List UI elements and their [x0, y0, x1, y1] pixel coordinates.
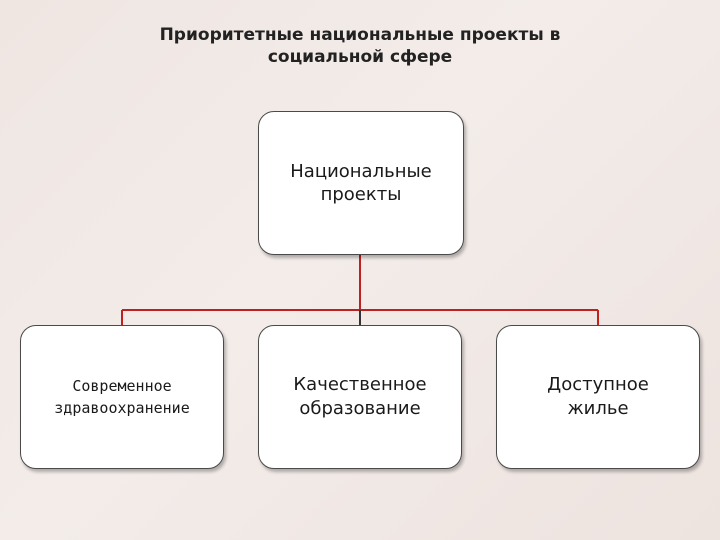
root-node-label-line-2: проекты [320, 184, 402, 205]
child-node-education: Качественное образование [258, 325, 462, 469]
child-node-education-line-2: образование [299, 398, 421, 419]
child-node-housing-line-1: Доступное [547, 374, 649, 395]
child-node-housing-line-2: жилье [567, 398, 629, 419]
slide-title-line-1: Приоритетные национальные проекты в [159, 25, 561, 45]
child-node-education-line-1: Качественное [293, 374, 427, 395]
root-node-label-line-1: Национальные [290, 161, 432, 182]
slide-title-line-2: социальной сфере [267, 47, 453, 67]
child-node-housing: Доступное жилье [496, 325, 700, 469]
root-node-national-projects: Национальные проекты [258, 111, 464, 255]
slide-title: Приоритетные национальные проекты в соци… [60, 24, 660, 68]
child-node-healthcare: Современное здравоохранение [20, 325, 224, 469]
child-node-healthcare-line-1: Современное [72, 377, 172, 395]
child-node-healthcare-line-2: здравоохранение [54, 399, 190, 417]
